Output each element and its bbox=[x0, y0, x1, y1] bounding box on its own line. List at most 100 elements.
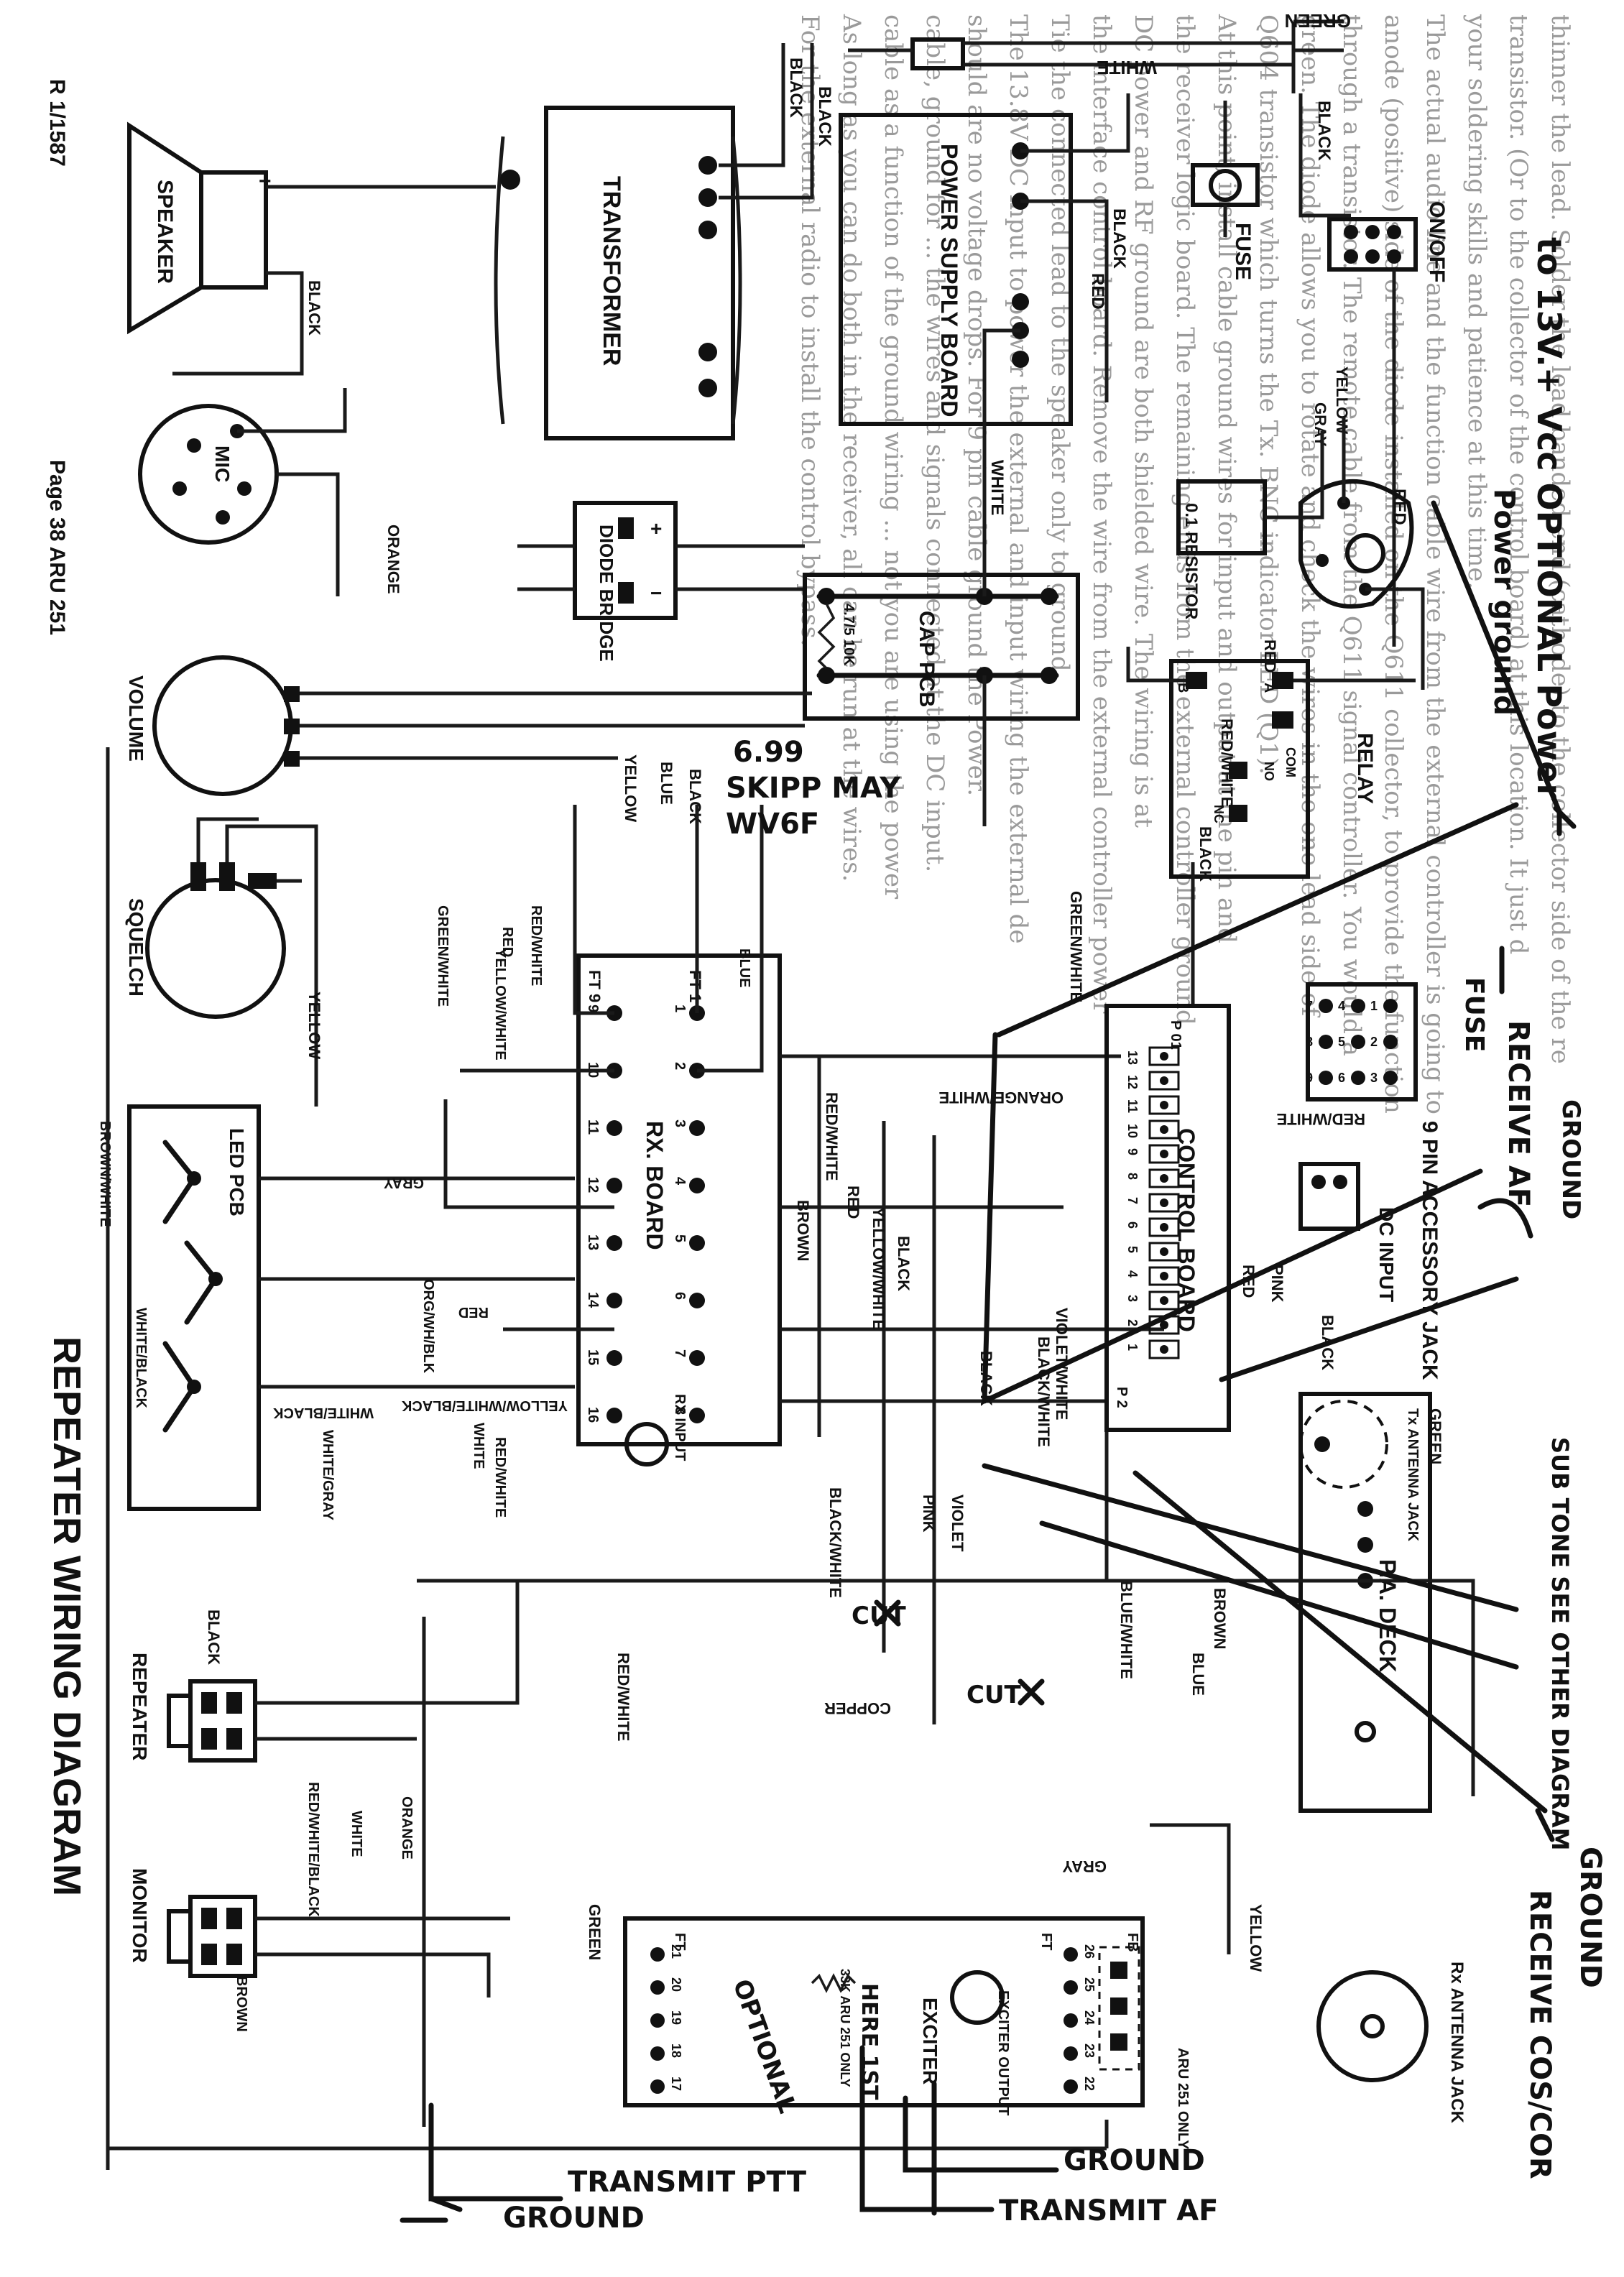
wire-red-rx2: RED bbox=[458, 1304, 489, 1320]
cap-pcb: CAP PCB 4.7/5 10K bbox=[803, 431, 1080, 826]
rx-pin-label: 3 bbox=[672, 1119, 688, 1127]
exciter-pin bbox=[1064, 2013, 1078, 2028]
receive-af-note: RECEIVE AF bbox=[1502, 1020, 1535, 1207]
transmit-ptt-note: TRANSMIT PTT bbox=[568, 2166, 807, 2199]
wire-bluewhite-c: BLUE/WHITE bbox=[1117, 1581, 1135, 1679]
control-board-terminal bbox=[1148, 1119, 1180, 1140]
rx-ft9: FT 9 bbox=[586, 970, 604, 1002]
wire-white-ps: WHITE bbox=[987, 460, 1007, 515]
diagram-title: REPEATER WIRING DIAGRAM bbox=[45, 1336, 88, 1896]
bleed-line: transistor. (Or to the collector of the … bbox=[1504, 14, 1533, 954]
exciter-pin-label: 24 bbox=[1082, 2010, 1097, 2025]
rx-pin bbox=[689, 1120, 705, 1136]
wire-yellowwhite-c: YELLOW/WHITE bbox=[869, 1207, 887, 1330]
wire-blackwhite-c: BLACK/WHITE bbox=[1035, 1336, 1053, 1447]
sub-tone-note: SUB TONE SEE OTHER DIAGRAM bbox=[1546, 1437, 1574, 1850]
wire-black-rep: BLACK bbox=[205, 1609, 223, 1665]
power-supply-board: POWER SUPPLY BOARD BLACK RED RED WHITE Y… bbox=[839, 93, 1409, 604]
control-board-terminal bbox=[1148, 1290, 1180, 1311]
control-board-terminal bbox=[1148, 1266, 1180, 1286]
bleed-line: Q604 transistor which turns the Tx. BNC … bbox=[1254, 14, 1283, 775]
wire-redwhite-rx: RED/WHITE bbox=[528, 905, 544, 986]
bleed-line: The actual audio line and the function c… bbox=[1421, 14, 1449, 1114]
ground-bottom-right-note: GROUND bbox=[1574, 1847, 1607, 1988]
control-board-pin-label: 7 bbox=[1125, 1197, 1140, 1204]
bleed-line: The 13.8V DC input to power the external… bbox=[1004, 14, 1033, 943]
exciter-pin-label: 20 bbox=[669, 1977, 683, 1992]
wire-yellow-vol: BLUE bbox=[658, 762, 675, 805]
wire-greenwhite-c2: GREEN/WHITE bbox=[1067, 891, 1085, 1002]
accessory-pin bbox=[1351, 999, 1365, 1013]
accessory-pin-label: 4 bbox=[1338, 999, 1345, 1013]
accessory-pin bbox=[1319, 999, 1333, 1013]
exciter-pin-label: 26 bbox=[1082, 1944, 1097, 1959]
wire-white-rx: RED/WHITE bbox=[492, 1437, 508, 1518]
exciter-pin-label: 21 bbox=[669, 1944, 683, 1959]
exciter-pin bbox=[650, 1980, 665, 1995]
page-label: Page 38 ARU 251 bbox=[45, 460, 69, 635]
rx-pin-label: 8 bbox=[672, 1407, 688, 1415]
wire-gray-c: GRAY bbox=[1062, 1857, 1107, 1875]
exciter-pin bbox=[1064, 1980, 1078, 1995]
relay-term-com: COM bbox=[1283, 747, 1298, 777]
control-board-pin bbox=[1160, 1223, 1168, 1232]
mic-label: MIC bbox=[211, 445, 234, 482]
wire-brown-c: BROWN bbox=[794, 1200, 812, 1262]
diode-minus: − bbox=[650, 582, 662, 604]
fuse-hand-note: FUSE bbox=[1459, 977, 1489, 1052]
control-p2: P 2 bbox=[1114, 1387, 1130, 1408]
optional-note: OPTIONAL bbox=[727, 1975, 802, 2117]
exciter-pin bbox=[650, 2079, 665, 2094]
control-board-pin-label: 11 bbox=[1125, 1099, 1140, 1113]
wire-red-relay: RED bbox=[1261, 639, 1279, 673]
ground-bl-note: GROUND bbox=[503, 2202, 645, 2235]
control-board-pin bbox=[1160, 1198, 1168, 1207]
control-board-terminal bbox=[1148, 1144, 1180, 1164]
wire-yellow-rx: BLUE bbox=[737, 948, 752, 987]
wire-orangewhite-c: ORANGE/WHITE bbox=[938, 1089, 1064, 1107]
relay-term-b: B bbox=[1175, 683, 1191, 693]
control-p1: P 01 bbox=[1168, 1020, 1184, 1050]
wire-brownwhite-led: BROWN/WHITE bbox=[97, 1121, 113, 1227]
wire-yellow-c: YELLOW bbox=[1247, 1904, 1265, 1972]
control-board-pin-label: 10 bbox=[1125, 1124, 1140, 1138]
volume-pot: VOLUME YELLOW BLUE BLACK bbox=[125, 655, 812, 824]
wire-redwhite-c: RED/WHITE bbox=[823, 1092, 841, 1181]
control-board-terminal bbox=[1148, 1339, 1180, 1359]
rx-pin-label: 12 bbox=[585, 1177, 601, 1193]
wire-gray-rx: GRAY bbox=[383, 1175, 424, 1191]
cap-pcb-label: CAP PCB bbox=[915, 611, 938, 707]
relay: RELAY A B NO NC COM RED RED/WHITE BLACK bbox=[1126, 639, 1416, 1006]
control-board-pin bbox=[1160, 1321, 1168, 1329]
accessory-pin bbox=[1319, 1071, 1333, 1085]
control-board-terminal bbox=[1148, 1095, 1180, 1115]
wire-black-spk: BLACK bbox=[305, 280, 323, 336]
diode-bridge: + − DIODE BRIDGE bbox=[517, 501, 805, 662]
rx-pin-label: 2 bbox=[672, 1062, 688, 1070]
wire-pink-c2: PINK bbox=[1268, 1265, 1286, 1303]
wire-pink-c: PINK bbox=[920, 1495, 938, 1533]
control-board-pin-label: 8 bbox=[1125, 1173, 1140, 1180]
aru251-only: ARU 251 ONLY bbox=[1175, 2048, 1191, 2150]
rx-pin bbox=[606, 1235, 622, 1251]
signature-name: SKIPP MAY bbox=[726, 772, 901, 805]
bleed-line: For the external radio to install the co… bbox=[795, 14, 824, 647]
wire-white-rep: WHITE bbox=[349, 1811, 364, 1857]
led-pcb: LED PCB BROWN/WHITE WHITE/BLACK bbox=[97, 1104, 575, 1511]
accessory-pin-label: 2 bbox=[1370, 1035, 1378, 1049]
wire-black-vol: YELLOW bbox=[622, 754, 640, 822]
control-board-pin-label: 13 bbox=[1125, 1050, 1140, 1065]
accessory-pin-label: 3 bbox=[1370, 1071, 1378, 1085]
wire-gray-sq: YELLOW bbox=[305, 992, 323, 1059]
rx-pin bbox=[606, 1293, 622, 1308]
accessory-pin-label: 8 bbox=[1306, 1035, 1313, 1049]
mic-jack: MIC ORANGE bbox=[138, 388, 402, 596]
exciter-pin-label: 19 bbox=[669, 2010, 683, 2025]
wire-greenwhite-rx: GREEN/WHITE bbox=[435, 905, 451, 1007]
wire-redwhite-relay: RED/WHITE bbox=[1218, 719, 1236, 807]
rx-antenna-jack: Rx ANTENNA JACK ARU 251 ONLY bbox=[1175, 1962, 1467, 2150]
repeater-connector: REPEATER BLACK RED/WHITE/BLACK WHITE ORA… bbox=[129, 1581, 520, 1917]
